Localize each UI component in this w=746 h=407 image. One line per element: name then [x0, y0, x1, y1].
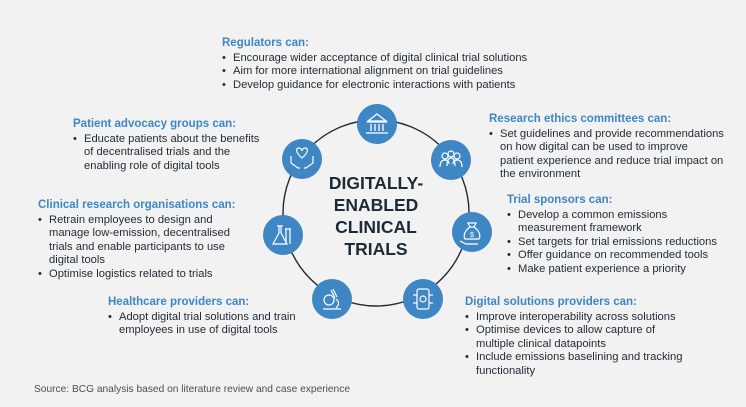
center-title-line: TRIALS: [344, 239, 408, 259]
hands-heart-icon: [282, 139, 322, 179]
advocacy-heading: Patient advocacy groups can:: [73, 118, 236, 130]
center-title-line: CLINICAL: [335, 217, 417, 237]
center-title-line: DIGITALLY-: [328, 173, 424, 193]
list-item: Develop guidance for electronic interact…: [222, 79, 552, 93]
cro-heading: Clinical research organisations can:: [38, 199, 236, 211]
list-item: Develop a common emissions measurement f…: [507, 209, 668, 236]
svg-text:$: $: [470, 232, 474, 239]
lab-flask-icon: [263, 215, 303, 255]
list-item: Optimise logistics related to trials: [38, 268, 248, 282]
sponsors-block: Trial sponsors can: Develop a common emi…: [507, 194, 732, 277]
digital-block: Digital solutions providers can: Improve…: [465, 296, 705, 379]
list-item: Educate patients about the benefits of d…: [73, 133, 266, 174]
advocacy-block: Patient advocacy groups can: Educate pat…: [73, 118, 273, 173]
list-item: Include emissions baselining and trackin…: [465, 351, 705, 378]
list-item: Offer guidance on recommended tools: [507, 249, 732, 263]
cro-block: Clinical research organisations can: Ret…: [38, 199, 248, 282]
source-note: Source: BCG analysis based on literature…: [34, 384, 350, 395]
list-item: Encourage wider acceptance of digital cl…: [222, 52, 552, 66]
microscope-icon: [312, 279, 352, 319]
regulators-block: Regulators can: Encourage wider acceptan…: [222, 37, 552, 92]
digital-device-icon: [403, 279, 443, 319]
sponsors-heading: Trial sponsors can:: [507, 194, 613, 206]
ethics-block: Research ethics committees can: Set guid…: [489, 113, 724, 182]
cro-list: Retrain employees to design and manage l…: [38, 214, 248, 282]
money-bag-icon: $: [452, 212, 492, 252]
list-item: Aim for more international alignment on …: [222, 65, 552, 79]
center-title-line: ENABLED: [333, 195, 419, 215]
center-title: DIGITALLY- ENABLED CLINICAL TRIALS: [328, 172, 424, 260]
government-building-icon: [357, 104, 397, 144]
list-item: Optimise devices to allow capture of mul…: [465, 324, 666, 351]
regulators-heading: Regulators can:: [222, 37, 309, 49]
list-item: Set targets for trial emissions reductio…: [507, 236, 732, 250]
list-item: Retrain employees to design and manage l…: [38, 214, 247, 268]
ethics-heading: Research ethics committees can:: [489, 113, 672, 125]
healthcare-list: Adopt digital trial solutions and train …: [108, 311, 308, 338]
digital-list: Improve interoperability across solution…: [465, 311, 705, 379]
healthcare-heading: Healthcare providers can:: [108, 296, 250, 308]
list-item: Make patient experience a priority: [507, 263, 732, 277]
list-item: Adopt digital trial solutions and train …: [108, 311, 304, 338]
sponsors-list: Develop a common emissions measurement f…: [507, 209, 732, 277]
advocacy-list: Educate patients about the benefits of d…: [73, 133, 273, 174]
people-group-icon: [431, 140, 471, 180]
list-item: Set guidelines and provide recommendatio…: [489, 128, 724, 182]
ethics-list: Set guidelines and provide recommendatio…: [489, 128, 724, 182]
healthcare-block: Healthcare providers can: Adopt digital …: [108, 296, 308, 338]
list-item: Improve interoperability across solution…: [465, 311, 705, 325]
regulators-list: Encourage wider acceptance of digital cl…: [222, 52, 552, 93]
digital-heading: Digital solutions providers can:: [465, 296, 637, 308]
